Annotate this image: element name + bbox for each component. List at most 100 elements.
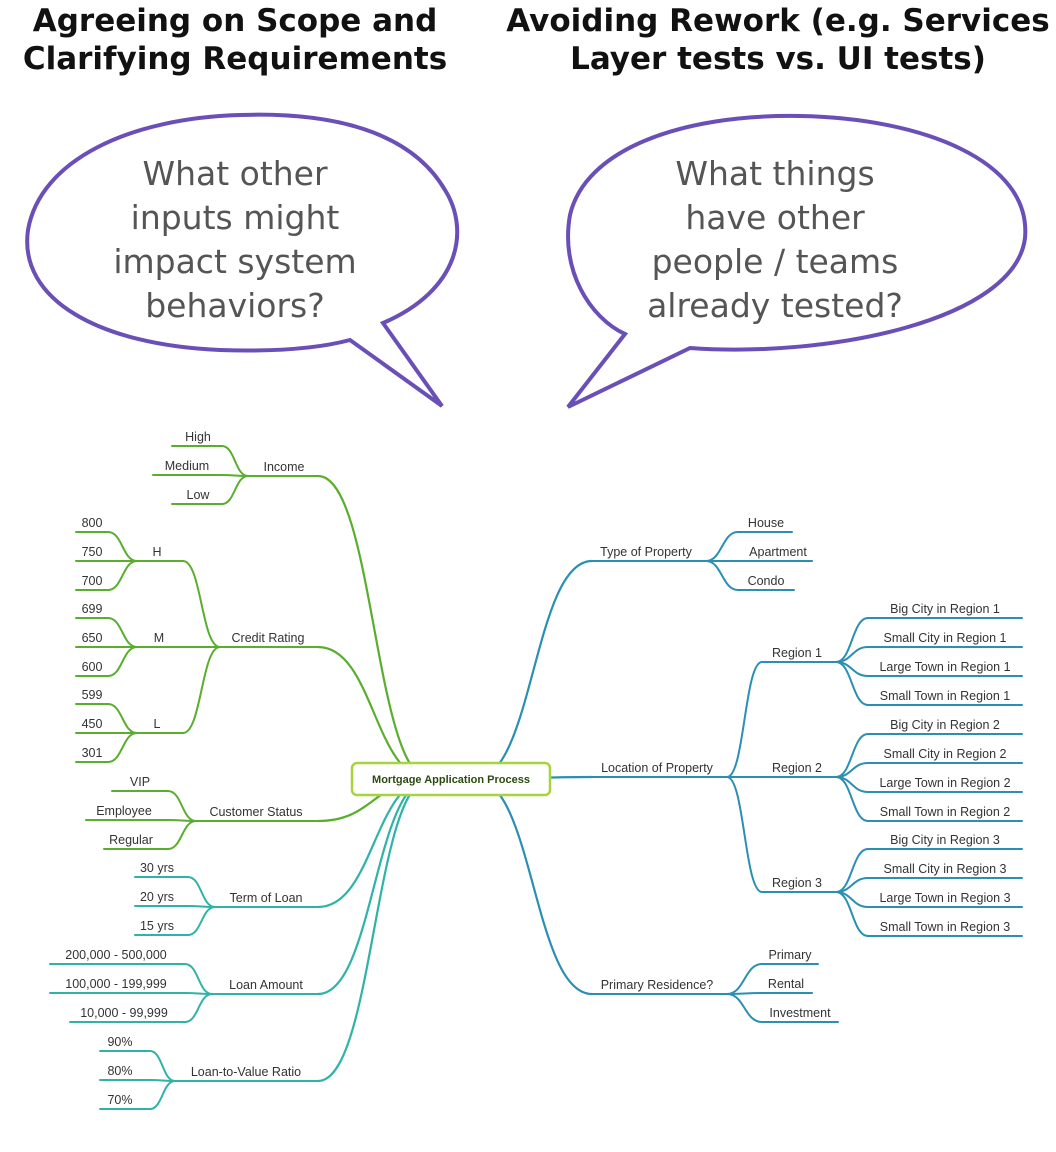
node-connector-customer-status-employee xyxy=(167,819,197,822)
speech-bubble-left xyxy=(25,112,460,408)
leaf-connector-credit-rating-m-600 xyxy=(107,646,138,677)
leaf-connector-credit-rating-l-301 xyxy=(107,732,138,763)
leaf-label-location-of-property-region-1-large-town-in-region-1: Large Town in Region 1 xyxy=(879,660,1010,674)
node-label-location-of-property-region-2: Region 2 xyxy=(772,761,822,775)
node-label-customer-status-regular: Regular xyxy=(109,833,153,847)
leaf-connector-location-of-property-region-2-small-town-in-region-2 xyxy=(835,776,869,822)
node-connector-loan-to-value-ratio-70 xyxy=(149,1080,176,1110)
node-label-term-of-loan-15-yrs: 15 yrs xyxy=(140,919,174,933)
node-connector-primary-residence-rental xyxy=(726,992,763,995)
branch-connector-type-of-property xyxy=(473,559,594,781)
node-connector-customer-status-regular xyxy=(167,820,197,850)
node-connector-credit-rating-h xyxy=(182,560,221,648)
node-label-primary-residence-rental: Rental xyxy=(768,977,804,991)
branch-label-primary-residence: Primary Residence? xyxy=(601,978,714,992)
heading-scope: Agreeing on Scope and Clarifying Require… xyxy=(22,3,448,77)
node-label-income-high: High xyxy=(185,430,211,444)
node-connector-customer-status-vip xyxy=(167,790,197,822)
branch-label-customer-status: Customer Status xyxy=(209,805,302,819)
leaf-label-location-of-property-region-2-small-town-in-region-2: Small Town in Region 2 xyxy=(880,805,1010,819)
leaf-connector-location-of-property-region-3-small-town-in-region-3 xyxy=(835,891,869,937)
branch-label-type-of-property: Type of Property xyxy=(600,545,692,559)
leaf-label-location-of-property-region-1-big-city-in-region-1: Big City in Region 1 xyxy=(890,602,1000,616)
node-connector-income-high xyxy=(221,445,249,477)
leaf-label-credit-rating-m-600: 600 xyxy=(82,660,103,674)
branch-label-loan-to-value-ratio: Loan-to-Value Ratio xyxy=(191,1065,301,1079)
leaf-label-location-of-property-region-2-large-town-in-region-2: Large Town in Region 2 xyxy=(879,776,1010,790)
leaf-label-credit-rating-h-700: 700 xyxy=(82,574,103,588)
leaf-connector-credit-rating-h-800 xyxy=(107,531,138,562)
node-label-primary-residence-primary: Primary xyxy=(768,948,812,962)
node-label-loan-to-value-ratio-90: 90% xyxy=(107,1035,132,1049)
heading-rework: Avoiding Rework (e.g. Services Layer tes… xyxy=(506,3,1050,77)
branch-label-location-of-property: Location of Property xyxy=(601,761,714,775)
leaf-label-location-of-property-region-1-small-town-in-region-1: Small Town in Region 1 xyxy=(880,689,1010,703)
node-label-income-low: Low xyxy=(187,488,211,502)
node-connector-primary-residence-primary xyxy=(726,963,763,995)
leaf-label-credit-rating-l-301: 301 xyxy=(82,746,103,760)
node-label-term-of-loan-20-yrs: 20 yrs xyxy=(140,890,174,904)
branch-label-credit-rating: Credit Rating xyxy=(232,631,305,645)
node-label-type-of-property-apartment: Apartment xyxy=(749,545,807,559)
speech-bubbles xyxy=(25,112,1028,409)
node-label-customer-status-employee: Employee xyxy=(96,804,152,818)
speech-bubble-right xyxy=(566,113,1028,409)
root-node-label: Mortgage Application Process xyxy=(372,774,530,786)
bubble-text-right: What things have other people / teams al… xyxy=(647,154,903,325)
leaf-label-credit-rating-m-650: 650 xyxy=(82,631,103,645)
leaf-label-credit-rating-l-599: 599 xyxy=(82,688,103,702)
node-label-loan-amount-10-000-99-999: 10,000 - 99,999 xyxy=(80,1006,168,1020)
node-connector-loan-amount-10-000-99-999 xyxy=(184,993,213,1023)
leaf-label-credit-rating-h-750: 750 xyxy=(82,545,103,559)
node-connector-loan-to-value-ratio-80 xyxy=(149,1079,176,1082)
leaf-label-location-of-property-region-1-small-city-in-region-1: Small City in Region 1 xyxy=(884,631,1007,645)
node-connector-loan-amount-100-000-199-999 xyxy=(184,992,213,995)
node-connector-income-medium xyxy=(221,474,249,477)
node-label-loan-amount-100-000-199-999: 100,000 - 199,999 xyxy=(65,977,167,991)
branch-connector-income xyxy=(316,474,432,781)
node-label-type-of-property-house: House xyxy=(748,516,784,530)
node-connector-term-of-loan-30-yrs xyxy=(187,876,216,908)
node-connector-credit-rating-l xyxy=(182,646,221,734)
node-label-primary-residence-investment: Investment xyxy=(769,1006,831,1020)
node-label-type-of-property-condo: Condo xyxy=(748,574,785,588)
leaf-connector-credit-rating-l-599 xyxy=(107,703,138,734)
branch-connector-loan-amount xyxy=(316,777,432,996)
node-label-location-of-property-region-3: Region 3 xyxy=(772,876,822,890)
leaf-label-location-of-property-region-2-big-city-in-region-2: Big City in Region 2 xyxy=(890,718,1000,732)
node-label-income-medium: Medium xyxy=(165,459,209,473)
leaf-label-location-of-property-region-2-small-city-in-region-2: Small City in Region 2 xyxy=(884,747,1007,761)
node-label-customer-status-vip: VIP xyxy=(130,775,150,789)
node-label-loan-to-value-ratio-70: 70% xyxy=(107,1093,132,1107)
leaf-connector-location-of-property-region-1-small-town-in-region-1 xyxy=(835,661,869,706)
leaf-label-location-of-property-region-3-large-town-in-region-3: Large Town in Region 3 xyxy=(879,891,1010,905)
leaf-connector-credit-rating-m-699 xyxy=(107,617,138,648)
bubble-text-left: What other inputs might impact system be… xyxy=(113,154,357,325)
leaf-label-location-of-property-region-3-small-city-in-region-3: Small City in Region 3 xyxy=(884,862,1007,876)
node-connector-term-of-loan-15-yrs xyxy=(187,906,216,936)
leaf-label-credit-rating-l-450: 450 xyxy=(82,717,103,731)
branch-label-income: Income xyxy=(264,460,305,474)
node-connector-term-of-loan-20-yrs xyxy=(187,905,216,908)
branch-label-loan-amount: Loan Amount xyxy=(229,978,303,992)
root-node-box xyxy=(350,761,552,797)
leaf-connector-credit-rating-h-700 xyxy=(107,560,138,591)
node-connector-location-of-property-region-3 xyxy=(726,776,763,893)
branch-connector-credit-rating xyxy=(316,645,432,781)
node-label-credit-rating-l: L xyxy=(154,717,161,731)
node-label-loan-amount-200-000-500-000: 200,000 - 500,000 xyxy=(65,948,167,962)
branch-connector-loan-to-value-ratio xyxy=(316,777,432,1083)
node-label-credit-rating-m: M xyxy=(154,631,164,645)
leaf-label-location-of-property-region-3-big-city-in-region-3: Big City in Region 3 xyxy=(890,833,1000,847)
leaf-label-credit-rating-m-699: 699 xyxy=(82,602,103,616)
node-label-location-of-property-region-1: Region 1 xyxy=(772,646,822,660)
node-connector-type-of-property-house xyxy=(705,531,739,562)
leaf-label-location-of-property-region-3-small-town-in-region-3: Small Town in Region 3 xyxy=(880,920,1010,934)
node-connector-primary-residence-investment xyxy=(726,993,763,1023)
node-connector-loan-amount-200-000-500-000 xyxy=(184,963,213,995)
branch-label-term-of-loan: Term of Loan xyxy=(230,891,303,905)
node-label-term-of-loan-30-yrs: 30 yrs xyxy=(140,861,174,875)
node-connector-location-of-property-region-1 xyxy=(726,661,763,778)
branch-connector-primary-residence xyxy=(473,777,594,996)
